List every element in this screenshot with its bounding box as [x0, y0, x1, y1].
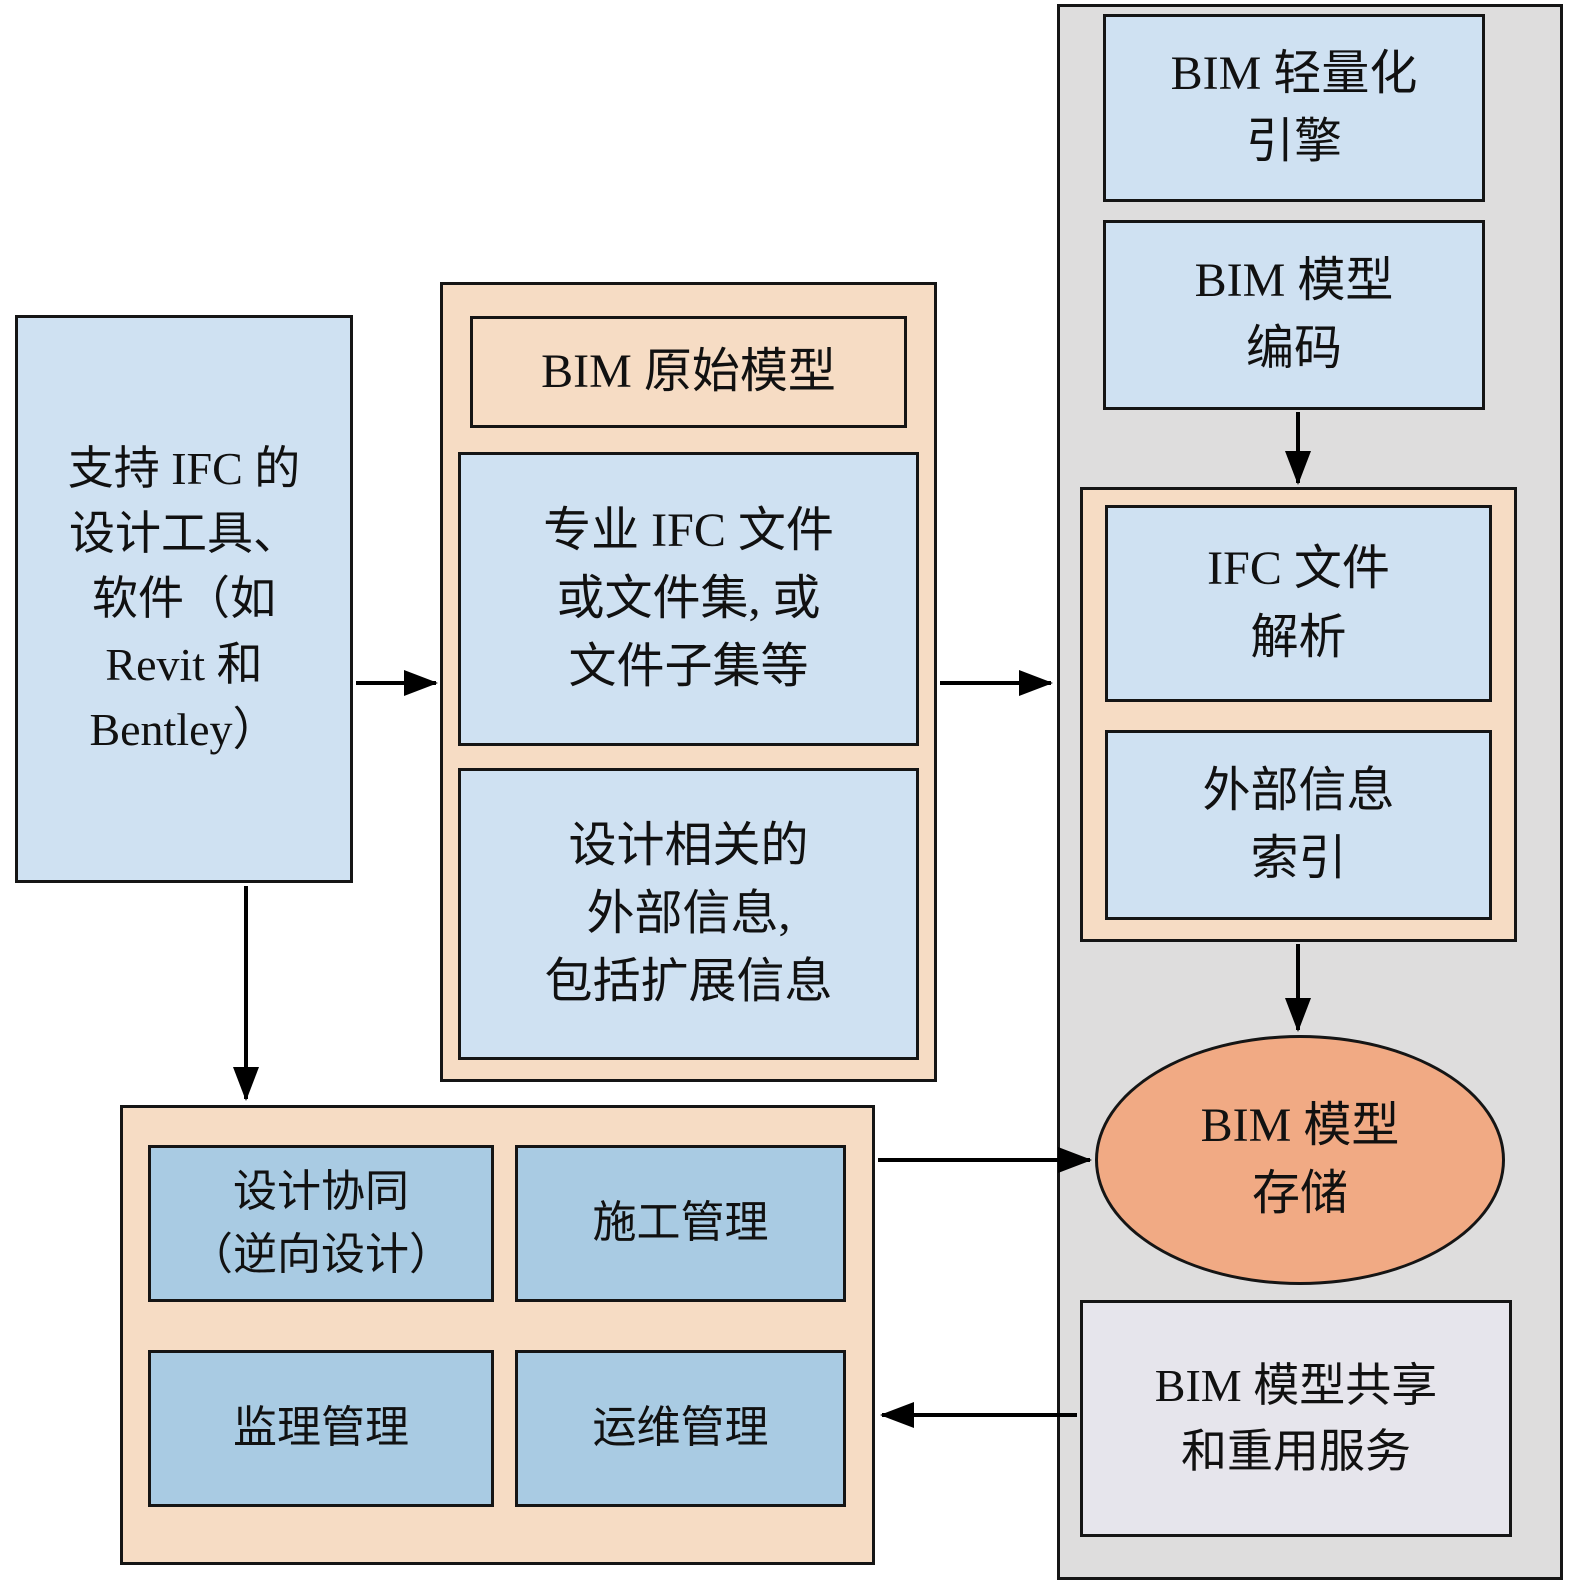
lightweight-engine-box: BIM 轻量化 引擎 [1103, 14, 1485, 202]
ifc-parse-label: IFC 文件 解析 [1207, 542, 1390, 664]
model-encoding-box: BIM 模型 编码 [1103, 220, 1485, 410]
operation-mgmt-box: 运维管理 [515, 1350, 846, 1507]
construction-mgmt-box: 施工管理 [515, 1145, 846, 1302]
supervision-mgmt-label: 监理管理 [233, 1403, 409, 1453]
construction-mgmt-label: 施工管理 [592, 1198, 769, 1248]
design-collab-label: 设计协同 （逆向设计） [189, 1167, 453, 1279]
external-info-label: 设计相关的 外部信息, 包括扩展信息 [544, 818, 833, 1009]
model-storage-label: BIM 模型 存储 [1200, 1098, 1400, 1220]
model-encoding-label: BIM 模型 编码 [1194, 253, 1394, 375]
design-tools-label: 支持 IFC 的 设计工具、 软件（如 Revit 和 Bentley） [67, 442, 301, 755]
operation-mgmt-label: 运维管理 [592, 1403, 769, 1453]
design-tools-box: 支持 IFC 的 设计工具、 软件（如 Revit 和 Bentley） [15, 315, 353, 883]
share-service-label: BIM 模型共享 和重用服务 [1154, 1360, 1438, 1477]
external-info-box: 设计相关的 外部信息, 包括扩展信息 [458, 768, 919, 1060]
ifc-parse-box: IFC 文件 解析 [1105, 505, 1492, 702]
share-service-box: BIM 模型共享 和重用服务 [1080, 1300, 1512, 1537]
supervision-mgmt-box: 监理管理 [148, 1350, 494, 1507]
design-collab-box: 设计协同 （逆向设计） [148, 1145, 494, 1302]
external-index-box: 外部信息 索引 [1105, 730, 1492, 920]
model-storage-ellipse: BIM 模型 存储 [1095, 1035, 1505, 1285]
external-index-label: 外部信息 索引 [1202, 763, 1395, 885]
bim-source-model-title: BIM 原始模型 [541, 344, 836, 398]
ifc-files-label: 专业 IFC 文件 或文件集, 或 文件子集等 [543, 503, 834, 694]
lightweight-engine-label: BIM 轻量化 引擎 [1170, 46, 1418, 168]
ifc-files-box: 专业 IFC 文件 或文件集, 或 文件子集等 [458, 452, 919, 746]
bim-source-model-title-box: BIM 原始模型 [470, 316, 907, 428]
